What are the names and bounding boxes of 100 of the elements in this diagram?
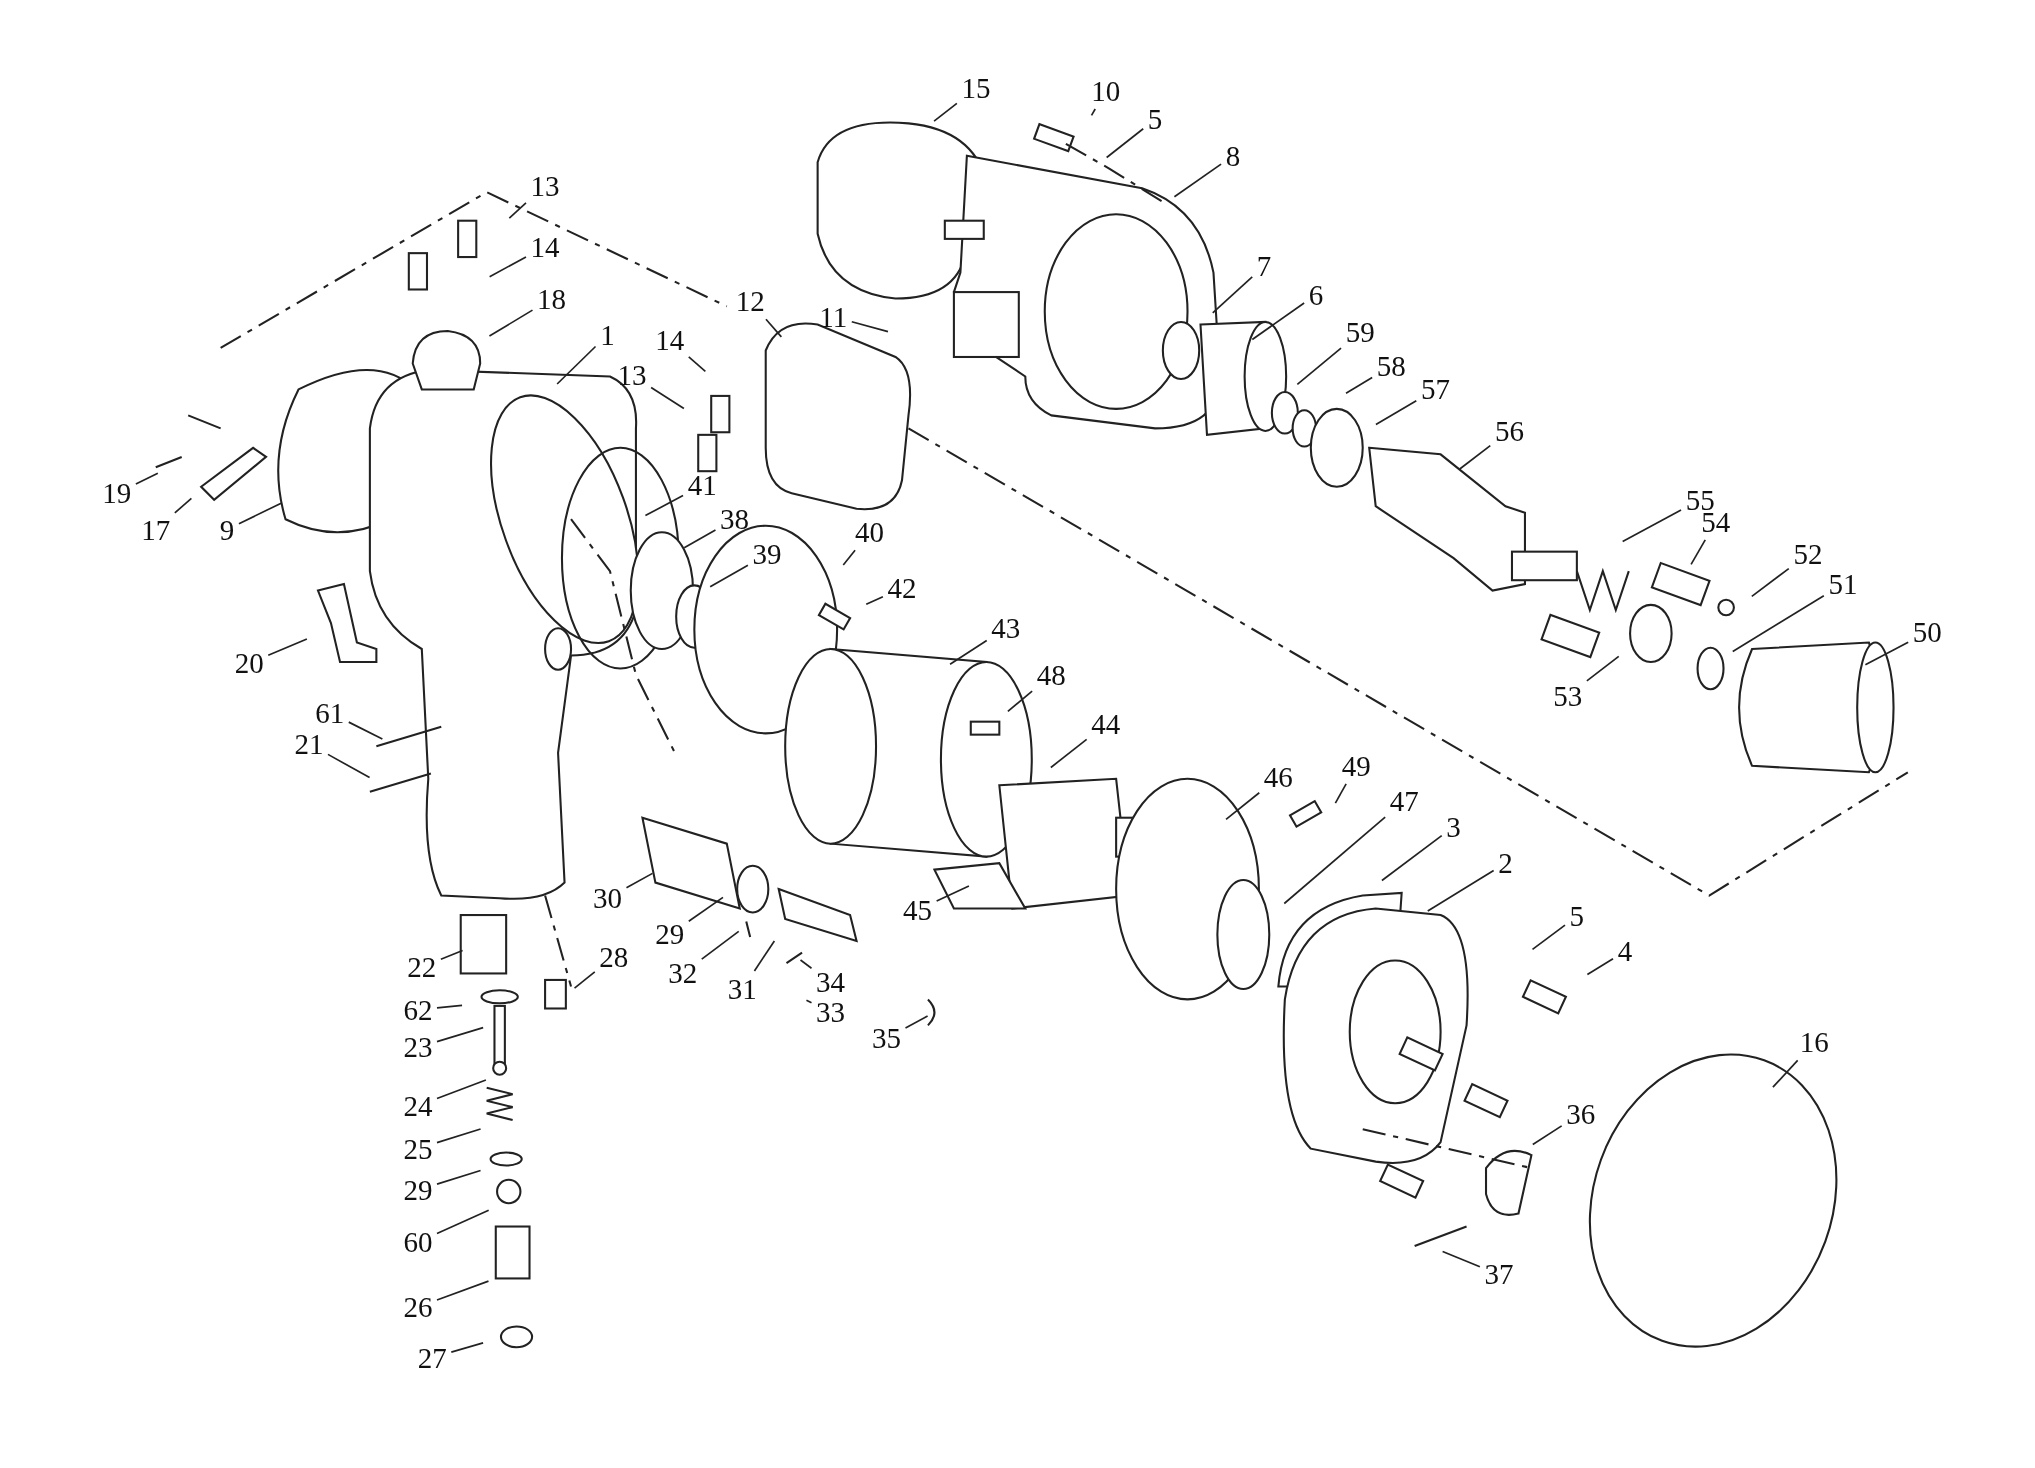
callout-number: 32	[666, 957, 700, 989]
leader-line	[709, 564, 749, 588]
callout-number: 44	[1089, 708, 1123, 740]
callout-number: 27	[415, 1342, 449, 1374]
leader-line	[1173, 163, 1222, 198]
callout-number: 52	[1791, 538, 1825, 570]
callout-number: 33	[814, 996, 848, 1028]
callout-number: 4	[1615, 935, 1635, 967]
leader-line	[805, 999, 813, 1004]
leader-line	[1050, 738, 1088, 769]
callout-number: 10	[1089, 75, 1123, 107]
leader-line	[508, 202, 527, 219]
leader-line	[436, 1026, 484, 1043]
leader-line	[488, 309, 534, 337]
leader-line	[1283, 816, 1386, 905]
leader-line	[1531, 924, 1566, 951]
callout-number: 7	[1254, 250, 1274, 282]
leader-line	[238, 502, 282, 525]
leader-line	[1375, 399, 1418, 426]
callout-number: 40	[853, 516, 887, 548]
leader-line	[650, 386, 685, 410]
callout-number: 5	[1145, 103, 1165, 135]
callout-number: 14	[528, 231, 562, 263]
leader-line	[436, 1169, 482, 1185]
callout-number: 47	[1387, 785, 1421, 817]
leader-line	[1772, 1059, 1799, 1088]
leader-line	[1251, 302, 1305, 341]
callout-number: 59	[1343, 316, 1377, 348]
callout-number: 43	[989, 612, 1023, 644]
callout-number: 35	[869, 1022, 903, 1054]
callout-number: 56	[1492, 415, 1526, 447]
leader-line	[1441, 1250, 1481, 1268]
leader-line	[1007, 690, 1033, 713]
leader-line	[1296, 347, 1342, 386]
callout-number: 14	[653, 324, 687, 356]
callout-number: 25	[401, 1133, 435, 1165]
callout-number: 38	[718, 503, 752, 535]
callout-number: 30	[590, 882, 624, 914]
leader-line	[683, 529, 717, 549]
leader-line	[687, 355, 707, 373]
leader-line	[700, 930, 740, 960]
callout-number: 23	[401, 1031, 435, 1063]
callout-number: 60	[401, 1226, 435, 1258]
leader-line	[347, 721, 384, 740]
callout-number: 19	[100, 477, 134, 509]
leader-line	[436, 1280, 490, 1301]
leader-line	[850, 320, 889, 333]
leader-line	[1864, 641, 1909, 666]
callout-number: 21	[292, 728, 326, 760]
leader-line	[625, 872, 654, 889]
callout-number: 61	[313, 697, 347, 728]
callout-number: 28	[597, 941, 631, 972]
callout-number: 42	[885, 572, 919, 604]
leader-line	[1345, 376, 1373, 395]
leader-line	[450, 1342, 484, 1353]
callout-number: 8	[1223, 140, 1243, 172]
callout-number: 62	[401, 994, 435, 1026]
callout-number: 9	[217, 514, 237, 545]
leader-line	[644, 494, 684, 517]
callout-number: 39	[750, 538, 784, 570]
leader-line	[1105, 127, 1145, 159]
callout-number: 50	[1910, 616, 1944, 648]
leader-line	[327, 753, 371, 779]
leader-line	[1426, 869, 1495, 912]
leader-line	[488, 256, 527, 278]
callout-number: 53	[1551, 680, 1585, 712]
callout-number: 2	[1496, 847, 1515, 879]
callout-number: 29	[653, 918, 687, 950]
leader-line	[174, 497, 193, 514]
callout-number: 16	[1797, 1026, 1831, 1058]
callout-number: 51	[1826, 568, 1860, 600]
leader-line	[1090, 108, 1097, 117]
leader-line	[436, 1128, 482, 1144]
callout-number: 5	[1567, 900, 1587, 932]
callout-number: 15	[959, 72, 993, 104]
leader-line	[799, 959, 813, 970]
leader-line	[865, 595, 884, 606]
callout-number: 1	[598, 319, 617, 351]
leader-line	[1211, 276, 1254, 314]
callout-number: 13	[615, 359, 649, 391]
callout-number: 41	[685, 469, 719, 501]
leader-line	[1381, 834, 1443, 882]
leader-line	[1690, 539, 1707, 566]
leader-line	[267, 638, 308, 657]
leader-line	[933, 102, 958, 122]
callout-number: 45	[901, 894, 935, 926]
leader-line	[935, 885, 970, 902]
callout-number: 17	[139, 514, 173, 545]
callout-number: 13	[528, 170, 562, 202]
leader-line	[1225, 791, 1261, 821]
callout-number: 58	[1374, 350, 1408, 382]
leader-line	[135, 472, 159, 485]
leader-line	[1334, 783, 1347, 804]
callout-number: 34	[814, 966, 848, 998]
callout-number: 49	[1339, 750, 1373, 782]
callout-number: 3	[1444, 811, 1463, 843]
callout-number: 22	[405, 951, 439, 983]
callout-number: 46	[1261, 761, 1295, 793]
leader-line	[904, 1015, 929, 1029]
callout-number: 6	[1306, 279, 1326, 311]
